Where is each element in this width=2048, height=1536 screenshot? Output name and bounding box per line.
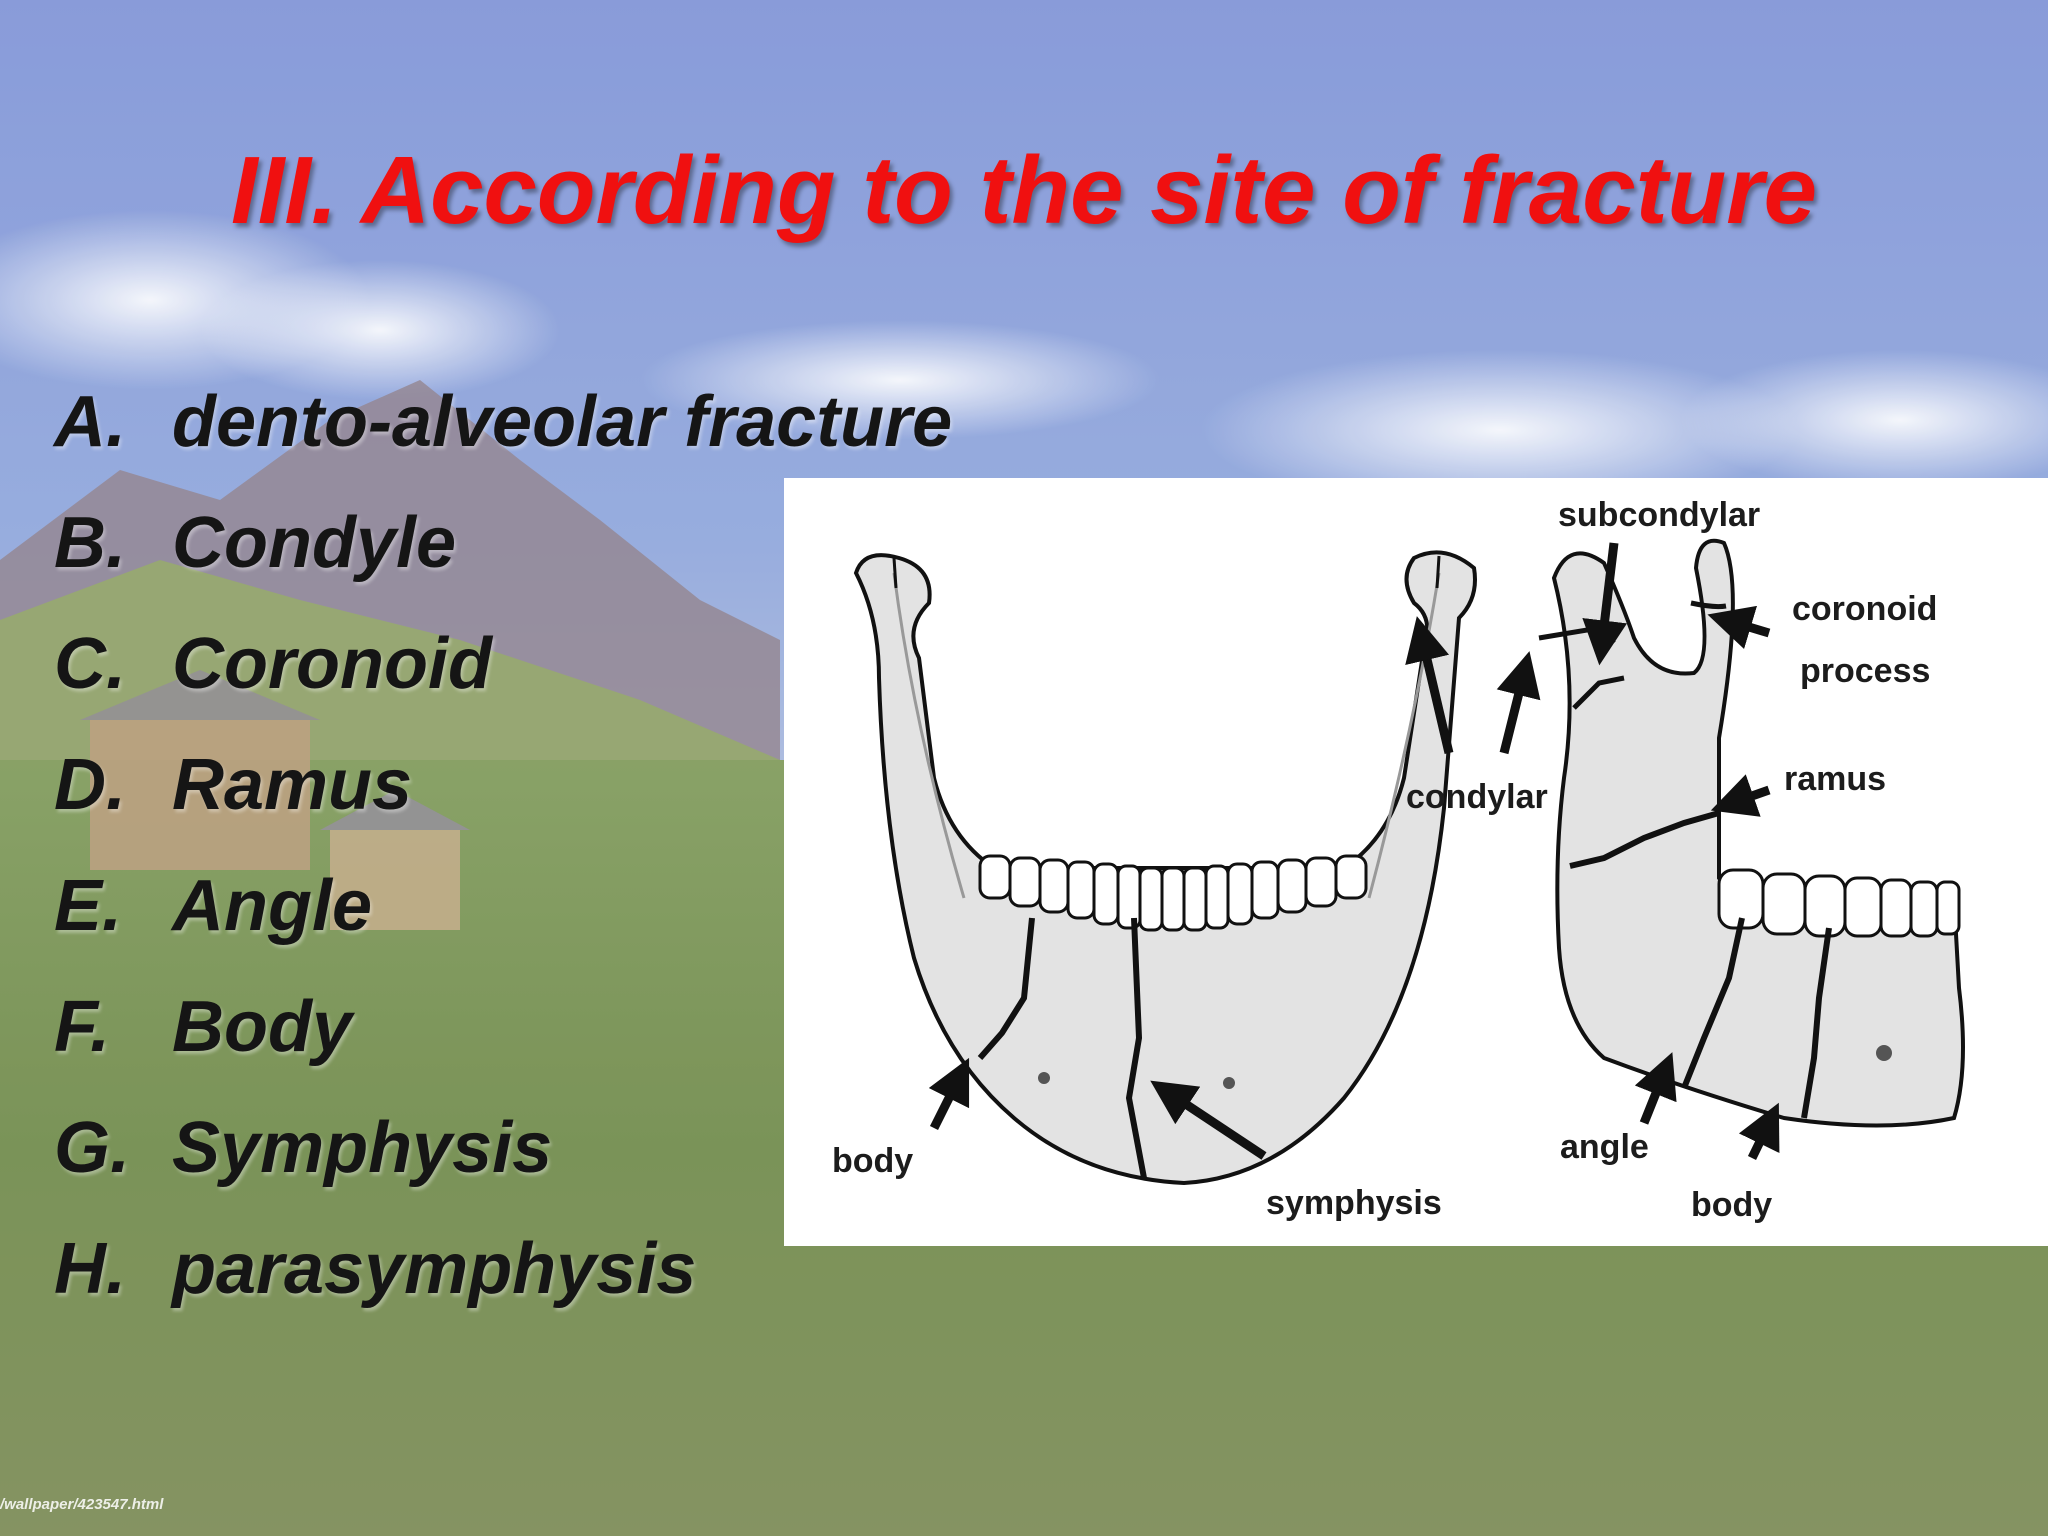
- list-item-text: Body: [172, 987, 352, 1067]
- list-item: D. Ramus: [54, 725, 952, 846]
- label-angle: angle: [1560, 1128, 1649, 1166]
- list-item-letter: E.: [54, 866, 123, 946]
- list-item-letter: H.: [54, 1229, 126, 1309]
- list-item-text: Angle: [172, 866, 373, 946]
- watermark-text: /wallpaper/423547.html: [0, 1496, 164, 1513]
- label-ramus: ramus: [1784, 760, 1886, 798]
- list-item-text: Condyle: [172, 503, 457, 583]
- list-item: G. Symphysis: [54, 1088, 952, 1209]
- list-item: E. Angle: [54, 846, 952, 967]
- slide-title: III. According to the site of fracture: [231, 137, 1817, 244]
- frontal-teeth: [978, 854, 1368, 932]
- mandible-illustration: subcondylar coronoid process ramus condy…: [832, 496, 1965, 1224]
- list-item-text: dento-alveolar fracture: [172, 382, 953, 462]
- label-body-right: body: [1691, 1186, 1772, 1224]
- list-item-letter: G.: [54, 1108, 131, 1188]
- list-item-letter: F.: [54, 987, 111, 1067]
- list-item: F. Body: [54, 967, 952, 1088]
- frontal-mandible: [853, 550, 1477, 1186]
- lateral-mandible: [1538, 538, 1965, 1128]
- list-item-text: Coronoid: [172, 624, 492, 704]
- list-item: A. dento-alveolar fracture: [54, 362, 952, 483]
- label-condylar: condylar: [1406, 778, 1548, 816]
- list-item: C. Coronoid: [54, 604, 952, 725]
- label-body-left: body: [832, 1142, 913, 1180]
- list-item-letter: B.: [54, 503, 126, 583]
- list-item: B. Condyle: [54, 483, 952, 604]
- list-item: H. parasymphysis: [54, 1209, 952, 1330]
- label-coronoid: coronoid: [1792, 590, 1937, 628]
- label-process: process: [1800, 652, 1930, 690]
- list-item-text: Ramus: [172, 745, 413, 825]
- list-item-letter: A.: [54, 382, 126, 462]
- mandible-fracture-diagram: subcondylar coronoid process ramus condy…: [784, 478, 2048, 1246]
- fracture-site-list: A. dento-alveolar fracture B. Condyle C. Co…: [54, 362, 952, 1330]
- lateral-teeth: [1717, 868, 1961, 938]
- label-symphysis: symphysis: [1266, 1184, 1442, 1222]
- list-item-text: parasymphysis: [172, 1229, 697, 1309]
- list-item-letter: D.: [54, 745, 126, 825]
- diagram-arrows: [928, 542, 1780, 1160]
- label-subcondylar: subcondylar: [1558, 496, 1760, 534]
- list-item-letter: C.: [54, 624, 126, 704]
- list-item-text: Symphysis: [172, 1108, 553, 1188]
